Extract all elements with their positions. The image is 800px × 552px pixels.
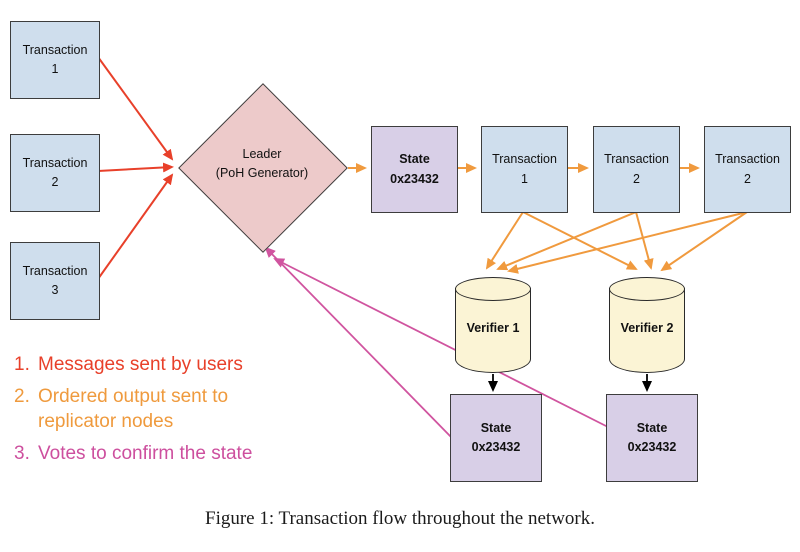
chain-transaction-box-2: Transaction 2: [593, 126, 680, 213]
transaction-box-2: Transaction 2: [10, 134, 100, 212]
legend-text-1: Messages sent by users: [38, 354, 243, 375]
transaction-1-line2: 1: [51, 62, 59, 76]
legend-item-ordered-output: 2. Ordered output sent to replicator nod…: [14, 384, 254, 435]
pink-vote-arrows: [264, 246, 609, 439]
legend-text-3: Votes to confirm the state: [38, 442, 253, 464]
state-box-bottom-2: State 0x23432: [606, 394, 698, 482]
state-box-top: State 0x23432: [371, 126, 458, 213]
legend-text-2: Ordered output sent to replicator nodes: [38, 385, 229, 433]
chain-tx-2-line2: 2: [633, 171, 640, 186]
transaction-2-line2: 2: [51, 175, 59, 189]
node-label: Transaction 1: [23, 41, 88, 80]
verifier-2-label: Verifier 2: [620, 321, 674, 335]
transaction-3-line2: 3: [51, 283, 59, 297]
node-label: Transaction 2: [715, 150, 780, 189]
node-label: State 0x23432: [472, 419, 521, 458]
legend-number-2: 2.: [14, 385, 30, 407]
legend: 1. Messages sent by users 2. Ordered out…: [14, 352, 254, 473]
node-label: State 0x23432: [390, 150, 439, 189]
transaction-3-line1: Transaction: [22, 263, 88, 278]
legend-item-messages: 1. Messages sent by users: [14, 352, 254, 378]
legend-number-1: 1.: [14, 354, 30, 375]
leader-subtitle: (PoH Generator): [215, 165, 309, 180]
node-label: Transaction 1: [492, 150, 557, 189]
cylinder-top: [609, 277, 685, 301]
transaction-box-1: Transaction 1: [10, 21, 100, 99]
state-bottom-1-line2: 0x23432: [471, 440, 521, 454]
leader-title: Leader: [242, 147, 282, 161]
node-label: State 0x23432: [628, 419, 677, 458]
chain-tx-3-line2: 2: [744, 171, 751, 186]
transaction-2-line1: Transaction: [22, 155, 88, 170]
cylinder-body: [455, 288, 531, 373]
state-top-line1: State: [399, 152, 430, 167]
leader-label: Leader (PoH Generator): [182, 145, 342, 183]
chain-tx-1-line2: 1: [521, 171, 528, 186]
chain-transaction-box-3: Transaction 2: [704, 126, 791, 213]
legend-item-votes: 3. Votes to confirm the state: [14, 441, 254, 467]
state-bottom-1-line1: State: [480, 420, 512, 435]
state-box-bottom-1: State 0x23432: [450, 394, 542, 482]
verifier-1-label: Verifier 1: [466, 321, 520, 335]
figure-caption: Figure 1: Transaction flow throughout th…: [205, 508, 595, 529]
chain-tx-2-line1: Transaction: [604, 152, 669, 167]
transaction-box-3: Transaction 3: [10, 242, 100, 320]
cylinder-top: [455, 277, 531, 301]
node-label: Transaction 3: [23, 262, 88, 301]
state-bottom-2-line2: 0x23432: [627, 440, 677, 454]
verifier-2-cylinder: Verifier 2: [609, 277, 685, 373]
black-state-arrows: [488, 374, 652, 392]
red-message-arrows: [97, 56, 174, 280]
state-top-line2: 0x23432: [390, 171, 439, 186]
legend-number-3: 3.: [14, 442, 30, 464]
chain-tx-1-line1: Transaction: [492, 152, 557, 167]
cylinder-body: [609, 288, 685, 373]
node-label: Transaction 2: [604, 150, 669, 189]
state-bottom-2-line1: State: [636, 420, 668, 435]
transaction-1-line1: Transaction: [22, 42, 88, 57]
orange-verifier-arrows: [485, 211, 748, 274]
chain-tx-3-line1: Transaction: [715, 152, 780, 167]
verifier-1-cylinder: Verifier 1: [455, 277, 531, 373]
chain-transaction-box-1: Transaction 1: [481, 126, 568, 213]
node-label: Transaction 2: [23, 154, 88, 193]
